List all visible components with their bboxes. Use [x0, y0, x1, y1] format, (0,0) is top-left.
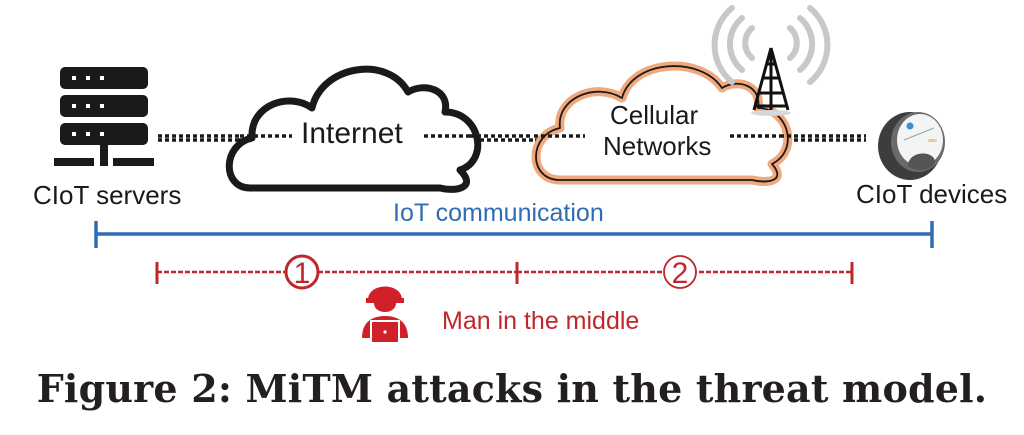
cell-tower-icon: [711, 5, 831, 116]
internet-cloud-icon: [225, 65, 482, 193]
iot-communication-line: [94, 221, 934, 248]
attack-segments: [155, 254, 854, 290]
figure-caption: Figure 2: MiTM attacks in the threat mod…: [36, 366, 988, 411]
attack-1-number: 1: [294, 257, 311, 290]
attacker-label: Man in the middle: [442, 307, 640, 335]
attack-2-number: 2: [672, 257, 689, 290]
devices-label: CIoT devices: [856, 179, 1008, 209]
svg-text:aws: aws: [928, 138, 937, 144]
server-rack-icon: [54, 67, 154, 166]
iot-button-device-icon: aws: [878, 112, 945, 180]
cellular-cloud-icon: [531, 61, 793, 186]
servers-label: CIoT servers: [33, 180, 182, 210]
hacker-icon: [362, 286, 408, 342]
cellular-label-line1: Cellular: [610, 100, 699, 130]
internet-label: Internet: [301, 117, 403, 150]
iot-communication-label: IoT communication: [393, 199, 604, 227]
cellular-label-line2: Networks: [603, 131, 712, 161]
attack-1-circle: [284, 254, 320, 290]
attack-2-circle: [663, 255, 697, 289]
